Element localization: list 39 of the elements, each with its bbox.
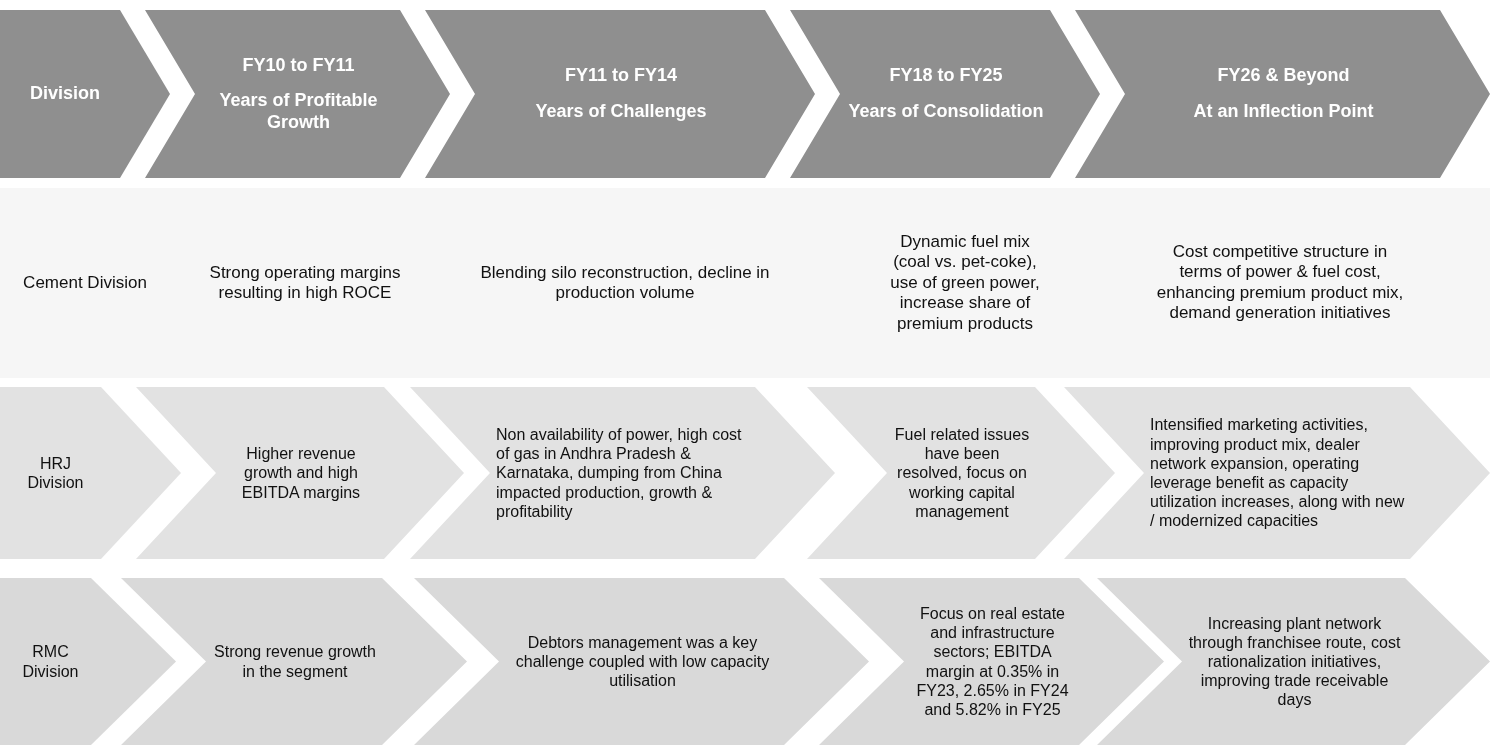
chevron-arrow-shape — [1064, 387, 1490, 559]
chevron-arrow-shape — [807, 387, 1115, 559]
chevron-arrow-shape — [1075, 10, 1490, 178]
chevron-arrow-shape — [0, 578, 176, 745]
phase-title: At an Inflection Point — [1192, 101, 1375, 123]
phase-title: Years of Challenges — [534, 101, 708, 123]
period-heading: FY11 to FY14 — [563, 65, 678, 87]
chevron-arrow-shape — [1097, 578, 1490, 745]
description-text: Focus on real estate and infrastructure sectors; EBITDA margin at 0.35% in FY23, 2.65% in FY24 and 5.82% in FY25 — [915, 603, 1070, 720]
chevron-arrow-shape — [136, 387, 464, 559]
period-heading: FY26 & Beyond — [1216, 65, 1351, 87]
period-heading: FY10 to FY11 — [241, 54, 356, 77]
description-text: Increasing plant network through franchisee route, cost rationalization initiatives, improving trade receivable days — [1188, 613, 1401, 710]
chevron-arrow-shape — [414, 578, 869, 745]
phase-title: Division — [29, 83, 101, 105]
phase-title: Years of Consolidation — [847, 101, 1045, 123]
description-text: Blending silo reconstruction, decline in production volume — [479, 262, 771, 304]
description-text: Dynamic fuel mix (coal vs. pet-coke), use of green power, increase share of premium products — [889, 232, 1041, 334]
division-name: HRJ Division — [26, 453, 85, 493]
description-text: Cost competitive structure in terms of power & fuel cost, enhancing premium product mix, demand generation initiatives — [1155, 242, 1405, 324]
chevron-arrow-shape — [145, 10, 450, 178]
description-text: Strong revenue growth in the segment — [213, 642, 377, 681]
division-name: Cement Division — [22, 272, 148, 294]
phase-title: Years of Profitable Growth — [218, 90, 379, 134]
chevron-arrow-shape — [819, 578, 1164, 745]
description-text: Non availability of power, high cost of gas in Andhra Pradesh & Karnataka, dumping from China impacted production, growth & profitability — [496, 425, 743, 521]
description-text: Fuel related issues have been resolved, focus on working capital management — [893, 425, 1031, 521]
period-heading: FY18 to FY25 — [888, 65, 1004, 87]
chevron-arrow-shape — [0, 387, 181, 559]
description-text: Higher revenue growth and high EBITDA margins — [240, 444, 362, 502]
division-name: RMC Division — [21, 642, 80, 681]
chevron-arrow-shape — [121, 578, 467, 745]
chevron-arrow-shape — [425, 10, 815, 178]
chevron-arrow-shape — [0, 10, 170, 178]
description-text: Strong operating margins resulting in high ROCE — [208, 262, 402, 304]
chevron-arrow-shape — [790, 10, 1100, 178]
description-text: Intensified marketing activities, improving product mix, dealer network expansion, operating leverage benefit as capacity utilization increases, along with new / modernized capacities — [1150, 415, 1406, 531]
description-text: Debtors management was a key challenge coupled with low capacity utilisation — [514, 632, 771, 691]
chevron-arrow-shape — [410, 387, 835, 559]
